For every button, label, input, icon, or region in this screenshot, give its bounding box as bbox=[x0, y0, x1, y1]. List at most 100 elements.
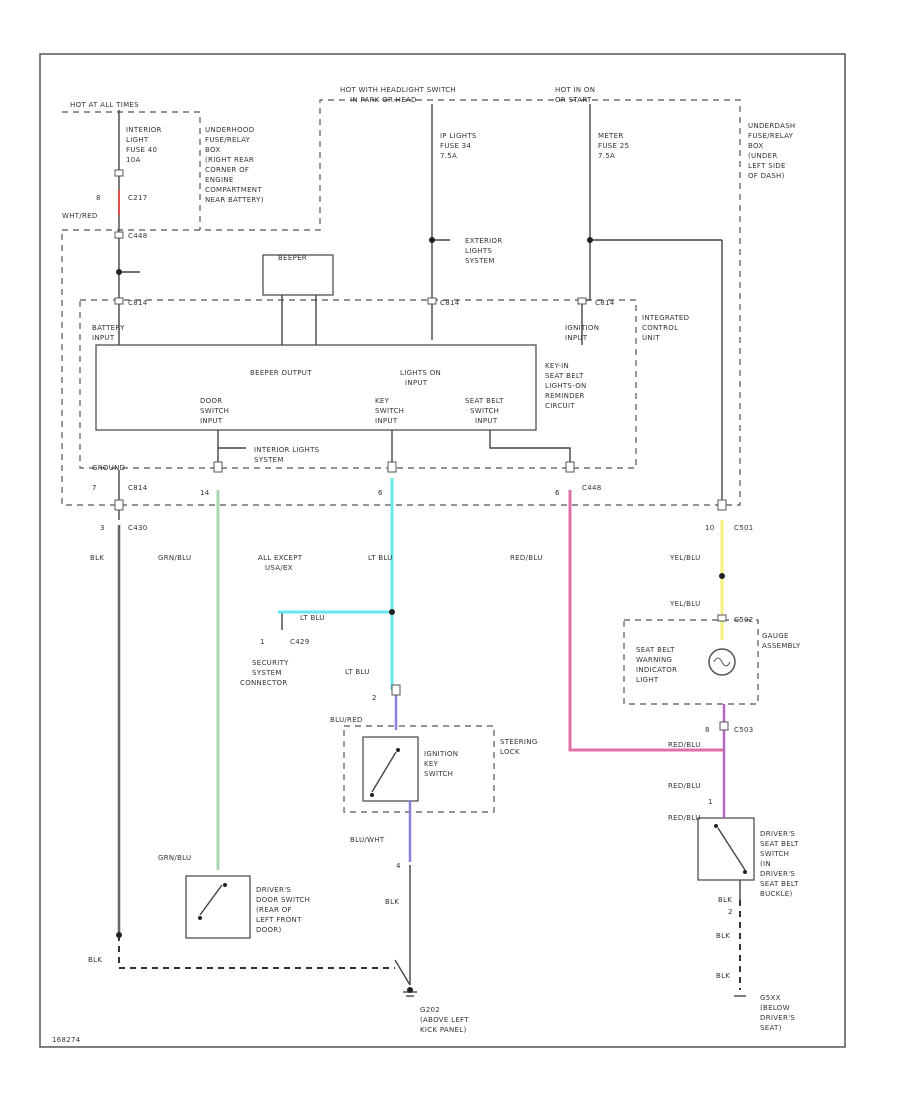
svg-text:SYSTEM: SYSTEM bbox=[254, 456, 284, 464]
svg-text:IN PARK OR HEAD: IN PARK OR HEAD bbox=[350, 96, 417, 104]
svg-text:FUSE 34: FUSE 34 bbox=[440, 142, 471, 150]
svg-text:IP LIGHTS: IP LIGHTS bbox=[440, 132, 477, 140]
svg-text:C448: C448 bbox=[582, 484, 601, 492]
svg-text:IGNITION: IGNITION bbox=[565, 324, 599, 332]
svg-text:SEAT): SEAT) bbox=[760, 1024, 782, 1032]
svg-text:DRIVER'S: DRIVER'S bbox=[760, 1014, 795, 1022]
svg-text:BEEPER OUTPUT: BEEPER OUTPUT bbox=[250, 369, 312, 377]
svg-text:LIGHT: LIGHT bbox=[126, 136, 149, 144]
svg-text:7.5A: 7.5A bbox=[440, 152, 457, 160]
svg-text:RED/BLU: RED/BLU bbox=[668, 741, 701, 749]
svg-text:OR START: OR START bbox=[555, 96, 592, 104]
svg-text:7: 7 bbox=[92, 484, 97, 492]
svg-text:LEFT SIDE: LEFT SIDE bbox=[748, 162, 786, 170]
svg-text:SEAT BELT: SEAT BELT bbox=[760, 880, 799, 888]
svg-text:C501: C501 bbox=[734, 524, 753, 532]
svg-text:INPUT: INPUT bbox=[92, 334, 115, 342]
svg-text:METER: METER bbox=[598, 132, 624, 140]
svg-text:OF DASH): OF DASH) bbox=[748, 172, 785, 180]
svg-text:DRIVER'S: DRIVER'S bbox=[760, 870, 795, 878]
svg-text:GRN/BLU: GRN/BLU bbox=[158, 554, 191, 562]
svg-text:COMPARTMENT: COMPARTMENT bbox=[205, 186, 262, 194]
svg-text:INPUT: INPUT bbox=[405, 379, 428, 387]
svg-text:YEL/BLU: YEL/BLU bbox=[669, 600, 701, 608]
svg-text:UNDERDASH: UNDERDASH bbox=[748, 122, 796, 130]
svg-text:INTEGRATED: INTEGRATED bbox=[642, 314, 689, 322]
svg-text:STEERING: STEERING bbox=[500, 738, 538, 746]
ground-icon bbox=[403, 991, 746, 997]
svg-text:14: 14 bbox=[200, 489, 210, 497]
svg-text:BUCKLE): BUCKLE) bbox=[760, 890, 793, 898]
svg-text:RED/BLU: RED/BLU bbox=[668, 814, 701, 822]
svg-text:SYSTEM: SYSTEM bbox=[465, 257, 495, 265]
svg-text:C814: C814 bbox=[128, 484, 148, 492]
black-wires bbox=[95, 104, 755, 990]
svg-text:ALL EXCEPT: ALL EXCEPT bbox=[258, 554, 303, 562]
svg-text:BLK: BLK bbox=[716, 932, 730, 940]
svg-text:2: 2 bbox=[728, 908, 733, 916]
svg-text:BLK: BLK bbox=[90, 554, 104, 562]
svg-text:FUSE/RELAY: FUSE/RELAY bbox=[748, 132, 794, 140]
svg-text:ASSEMBLY: ASSEMBLY bbox=[762, 642, 801, 650]
svg-text:KICK PANEL): KICK PANEL) bbox=[420, 1026, 467, 1034]
svg-text:SYSTEM: SYSTEM bbox=[252, 669, 282, 677]
svg-text:GROUND: GROUND bbox=[92, 464, 125, 472]
svg-text:SEAT BELT: SEAT BELT bbox=[465, 397, 504, 405]
svg-text:CONTROL: CONTROL bbox=[642, 324, 678, 332]
svg-text:C814: C814 bbox=[440, 299, 460, 307]
svg-text:SWITCH: SWITCH bbox=[470, 407, 499, 415]
svg-text:LIGHTS: LIGHTS bbox=[465, 247, 492, 255]
svg-text:LIGHTS-ON: LIGHTS-ON bbox=[545, 382, 587, 390]
svg-text:BLK: BLK bbox=[716, 972, 730, 980]
svg-text:BLK: BLK bbox=[88, 956, 102, 964]
svg-text:YEL/BLU: YEL/BLU bbox=[669, 554, 701, 562]
svg-text:DRIVER'S: DRIVER'S bbox=[760, 830, 795, 838]
svg-text:C217: C217 bbox=[128, 194, 147, 202]
svg-text:(IN: (IN bbox=[760, 860, 771, 868]
svg-text:7.5A: 7.5A bbox=[598, 152, 615, 160]
svg-text:HOT IN ON: HOT IN ON bbox=[555, 86, 595, 94]
svg-text:1: 1 bbox=[708, 798, 713, 806]
connector-icons bbox=[114, 169, 729, 731]
svg-text:UNDERHOOD: UNDERHOOD bbox=[205, 126, 254, 134]
svg-text:RED/BLU: RED/BLU bbox=[668, 782, 701, 790]
switch-icon bbox=[198, 748, 747, 920]
svg-text:EXTERIOR: EXTERIOR bbox=[465, 237, 503, 245]
svg-text:KEY: KEY bbox=[375, 397, 390, 405]
svg-text:LIGHT: LIGHT bbox=[636, 676, 659, 684]
svg-text:C502: C502 bbox=[734, 616, 753, 624]
svg-text:(ABOVE LEFT: (ABOVE LEFT bbox=[420, 1016, 469, 1024]
svg-text:LEFT FRONT: LEFT FRONT bbox=[256, 916, 302, 924]
svg-text:G202: G202 bbox=[420, 1006, 440, 1014]
svg-text:SEAT BELT: SEAT BELT bbox=[545, 372, 584, 380]
svg-text:SWITCH: SWITCH bbox=[375, 407, 404, 415]
svg-text:BOX: BOX bbox=[205, 146, 220, 154]
svg-text:C448: C448 bbox=[128, 232, 147, 240]
svg-text:C503: C503 bbox=[734, 726, 753, 734]
text-labels: HOT AT ALL TIMES HOT WITH HEADLIGHT SWIT… bbox=[52, 86, 801, 1044]
svg-text:(UNDER: (UNDER bbox=[748, 152, 778, 160]
colored-wires bbox=[118, 190, 726, 870]
dashed-boxes bbox=[61, 99, 759, 813]
svg-text:UNIT: UNIT bbox=[642, 334, 660, 342]
svg-text:8: 8 bbox=[705, 726, 710, 734]
svg-text:CIRCUIT: CIRCUIT bbox=[545, 402, 575, 410]
svg-text:FUSE 25: FUSE 25 bbox=[598, 142, 629, 150]
svg-text:8: 8 bbox=[96, 194, 101, 202]
svg-text:SEAT BELT: SEAT BELT bbox=[636, 646, 675, 654]
svg-text:KEY-IN: KEY-IN bbox=[545, 362, 569, 370]
svg-text:GAUGE: GAUGE bbox=[762, 632, 789, 640]
svg-text:C429: C429 bbox=[290, 638, 309, 646]
svg-text:INPUT: INPUT bbox=[475, 417, 498, 425]
svg-text:RED/BLU: RED/BLU bbox=[510, 554, 543, 562]
svg-text:GRN/BLU: GRN/BLU bbox=[158, 854, 191, 862]
svg-text:INTERIOR LIGHTS: INTERIOR LIGHTS bbox=[254, 446, 320, 454]
svg-text:2: 2 bbox=[372, 694, 377, 702]
svg-text:ENGINE: ENGINE bbox=[205, 176, 234, 184]
lamp-icon bbox=[708, 648, 736, 676]
svg-text:FUSE 40: FUSE 40 bbox=[126, 146, 157, 154]
svg-text:G5XX: G5XX bbox=[760, 994, 781, 1002]
svg-text:(BELOW: (BELOW bbox=[760, 1004, 790, 1012]
svg-text:HOT WITH HEADLIGHT SWITCH: HOT WITH HEADLIGHT SWITCH bbox=[340, 86, 456, 94]
